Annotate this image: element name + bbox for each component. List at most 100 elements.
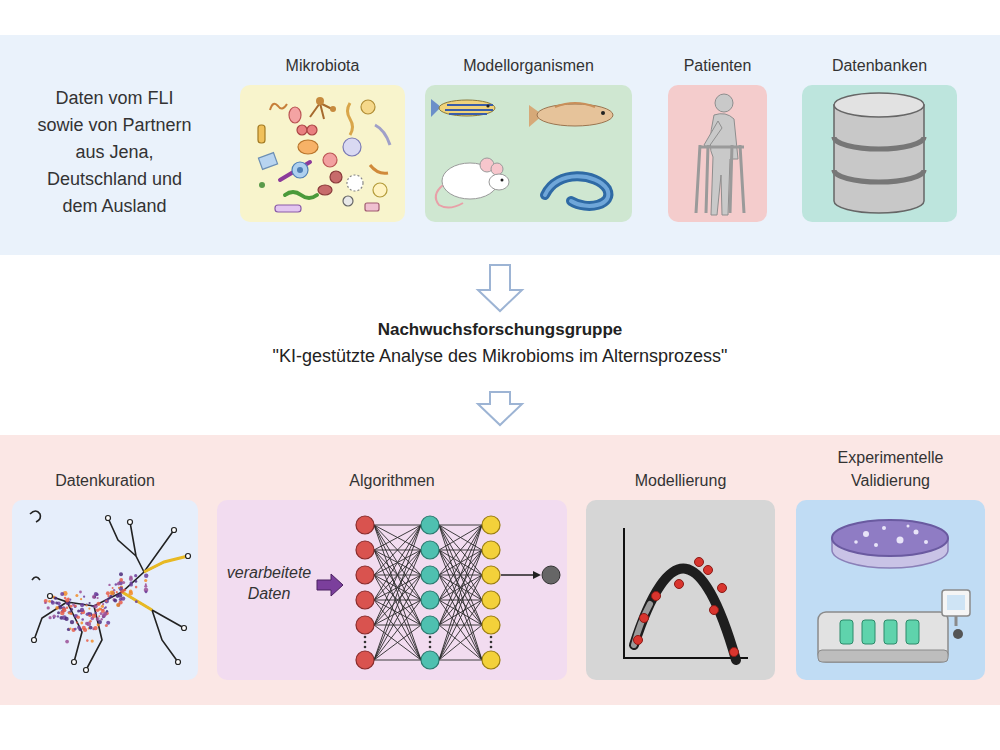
box-heading: Experimentelle Validierung [816,446,965,492]
lab-illustration-part [953,629,963,639]
curation-tree-illustration-part [48,594,53,599]
microbiota-illustration-part [361,100,375,114]
microbiota-illustration-part [318,185,332,195]
model-plot-illustration-part [634,604,650,645]
neural-network-illustration-part [374,600,421,625]
group-subtitle: "KI-gestützte Analyse des Mikrobioms im … [100,344,900,368]
curation-tree-illustration-part [145,591,148,594]
neural-network-illustration-part [421,516,439,534]
microbiota-illustration-part [348,103,353,135]
group-title: Nachwuchsforschungsgruppe [200,318,800,342]
curation-tree-illustration-part [32,638,37,643]
algorithm-box: Algorithmenverarbeitete Daten [217,500,567,680]
lab-illustration-part [907,525,910,528]
microbiota-illustration-part [275,205,301,212]
neural-network-illustration-part [439,600,482,660]
curation-box: Datenkuration [12,500,198,680]
curation-tree-illustration-part [119,572,123,576]
neural-network-illustration-part [374,525,421,600]
microbiota-illustration-part [310,103,332,119]
model-plot-illustration-part [634,636,643,645]
curation-tree-illustration-part [122,592,184,628]
lab-illustration-part [924,540,928,544]
curation-tree-illustration-part [122,581,125,584]
box-text: Daten vom FLI sowie von Partnern aus Jen… [37,85,192,220]
neural-network-illustration-part [429,646,432,649]
model-organisms-illustration-part [501,179,504,182]
curation-tree-illustration-part [86,606,102,670]
database-illustration [802,85,957,222]
curation-tree-illustration-part [51,601,55,605]
database-illustration-part [834,170,924,182]
model-organisms-illustration-part [445,105,493,114]
neural-network-illustration-part [374,600,421,660]
neural-network-illustration-part [374,525,421,625]
microbiota-illustration-part [270,104,287,110]
curation-tree-illustration-part [92,595,96,599]
curation-tree-illustration-part [86,604,88,606]
neural-network-illustration-part [439,600,482,625]
neural-network-illustration-part [374,525,421,526]
box-heading: Modellorganismen [395,54,662,77]
curation-tree-illustration-part [106,610,108,612]
curation-tree-illustration-part [95,612,98,615]
curation-tree-illustration-part [55,602,58,605]
model-organisms-illustration-part [491,163,503,175]
lab-illustration-part [854,525,928,548]
box-heading: Modellierung [556,469,805,492]
curation-tree-illustration-part [88,612,91,615]
model-plot-illustration-part [675,580,684,589]
neural-network-illustration-part [374,550,421,660]
curation-tree-illustration-part [70,620,74,624]
curation-tree-illustration-part [89,626,93,630]
model-organisms-illustration-part [537,104,613,126]
curation-tree-illustration-part [98,615,100,617]
lab-illustration-part [818,650,948,662]
curation-tree-illustration-part [44,572,149,643]
curation-tree-illustration-part [65,617,69,621]
microbiota-illustration-part [259,182,265,188]
model-organisms-illustration-part [601,111,605,115]
curation-tree-illustration-part [102,614,106,618]
curation-tree-illustration-part [91,640,94,643]
curation-tree-illustration-part [32,516,191,673]
microbiota-illustration-part [343,138,361,156]
curation-tree-illustration-part [80,598,82,600]
neural-network-illustration-part [374,550,421,660]
curation-tree-illustration-part [129,577,133,581]
curation-tree-illustration-part [30,511,188,670]
box-heading: Mikrobiota [210,54,435,77]
curation-tree-illustration-part [128,520,133,525]
box-heading: Algorithmen [187,469,597,492]
neural-network-illustration-part [439,625,482,660]
curation-tree-illustration-part [117,582,120,585]
lab-illustration-part [863,531,869,537]
curation-tree-illustration-part [135,586,138,589]
curation-tree-illustration-part [102,609,104,611]
curation-tree-illustration-part [80,608,84,612]
neural-network-illustration-part [374,525,421,660]
model-organisms-illustration-part [486,104,489,107]
curation-tree-illustration-part [152,610,178,662]
microbiota-illustration-part [330,106,336,112]
neural-network-illustration-part [439,525,482,526]
curation-tree-illustration-part [117,603,121,607]
model-organisms-illustration-part [545,176,608,206]
curation-tree-illustration-part [60,592,64,596]
curation-tree-illustration-part [86,604,88,606]
neural-network-illustration-part [374,525,421,600]
curation-tree-illustration-part [76,622,78,624]
curation-tree-illustration-part [52,614,56,618]
curation-tree-illustration-part [134,574,137,577]
curation-tree-illustration-part [172,528,177,533]
method-band: Datenkuration Algorithmenverarbeitete Da… [0,435,1000,705]
curation-tree-illustration-part [82,626,86,630]
neural-network-illustration-part [374,525,482,660]
microbiota-illustration-part [323,153,337,167]
neural-network-illustration-part [482,651,500,669]
neural-network-illustration-part [439,525,482,625]
curation-tree-illustration-part [72,660,77,665]
model-organisms-illustration-part [545,176,608,206]
curation-tree-illustration-part [54,597,57,600]
